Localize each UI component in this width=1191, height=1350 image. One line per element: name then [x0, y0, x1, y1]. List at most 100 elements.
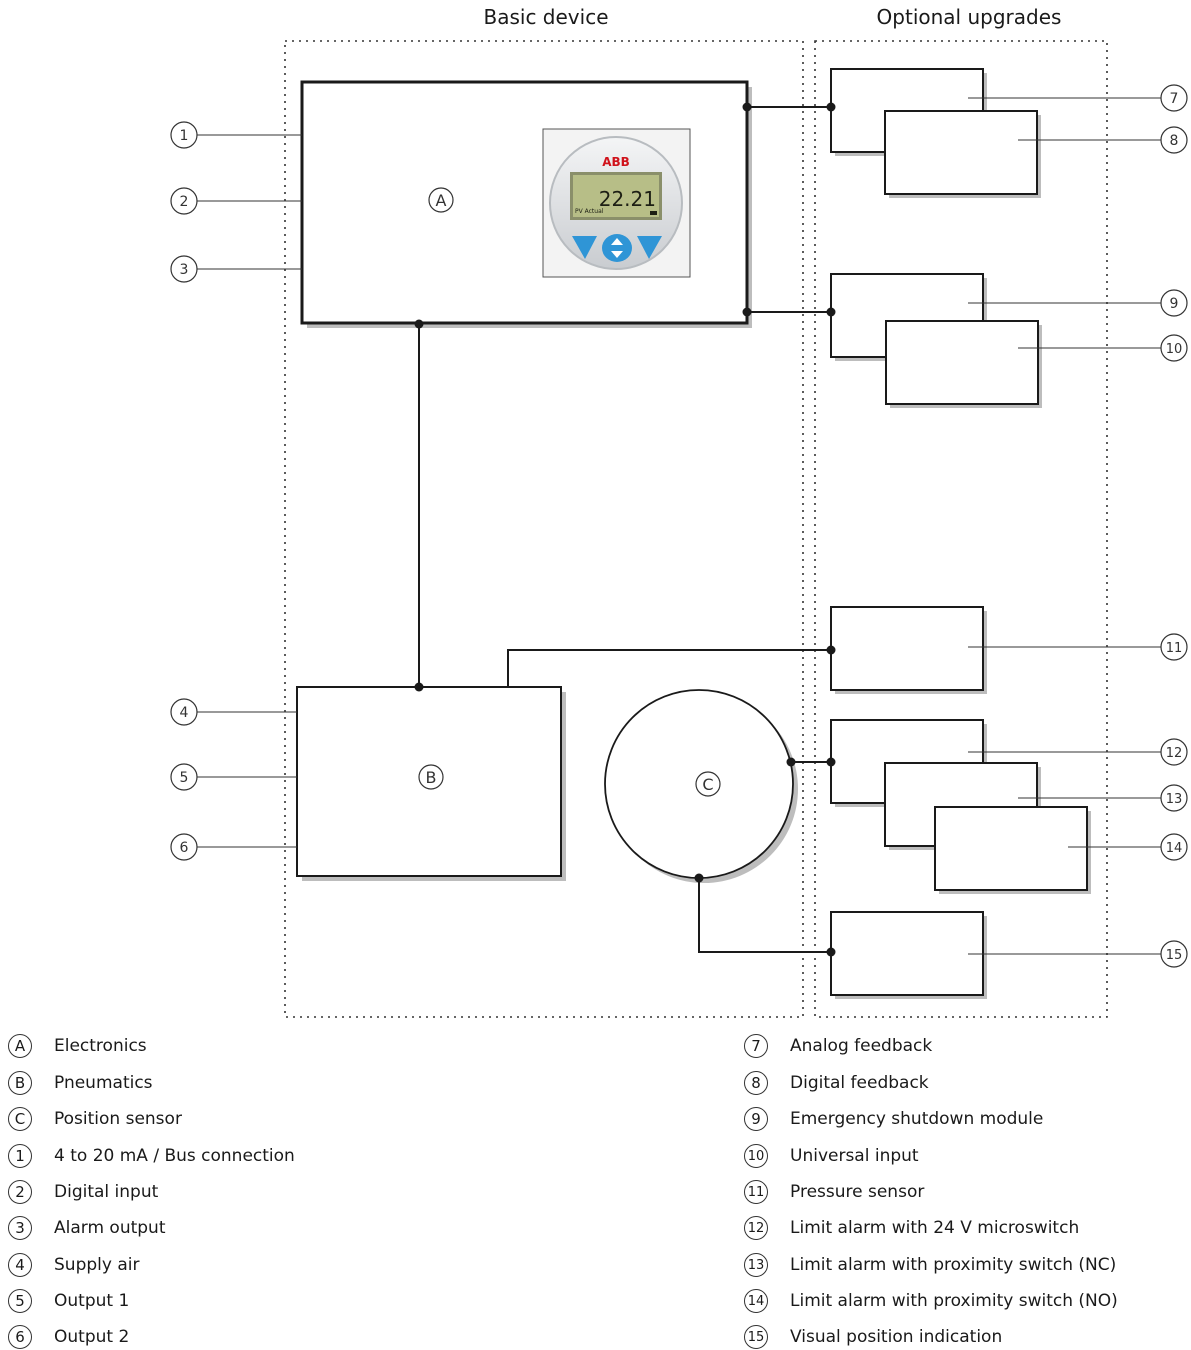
legend-item: 11 Pressure sensor [744, 1179, 924, 1205]
legend-label: 4 to 20 mA / Bus connection [54, 1146, 295, 1166]
block-diagram: Basic device Optional upgrades A ABB 22.… [170, 5, 1188, 1018]
legend-badge: 10 [744, 1144, 768, 1168]
callout-9-label: 9 [1170, 296, 1179, 312]
pneumatics-badge-label: B [426, 768, 437, 787]
legend-badge: 14 [744, 1289, 768, 1313]
legend-item: B Pneumatics [8, 1070, 153, 1096]
legend-label: Universal input [790, 1146, 919, 1166]
callout-11-label: 11 [1166, 641, 1183, 656]
callout-9 [1160, 289, 1188, 317]
legend-badge: 5 [8, 1289, 32, 1313]
legend-item: 12 Limit alarm with 24 V microswitch [744, 1215, 1079, 1241]
legend-label: Analog feedback [790, 1036, 933, 1056]
callout-1 [170, 121, 198, 149]
electronics-badge [428, 187, 454, 213]
display-left-arrow-icon[interactable] [572, 236, 597, 259]
callout-10 [1160, 334, 1188, 362]
callout-15 [1160, 940, 1188, 968]
callout-6-label: 6 [180, 840, 189, 856]
legend-badge: 1 [8, 1144, 32, 1168]
module-box-8 [884, 110, 1038, 195]
legend-badge: 6 [8, 1325, 32, 1349]
callout-7 [1160, 84, 1188, 112]
legend-label: Digital feedback [790, 1073, 929, 1093]
display-value: 22.21 [599, 187, 656, 211]
legend-badge: 12 [744, 1216, 768, 1240]
legend-label: Pressure sensor [790, 1182, 925, 1202]
callout-5 [170, 763, 198, 791]
position-sensor-badge [695, 771, 721, 797]
callout-1-label: 1 [180, 128, 189, 144]
legend-badge: 4 [8, 1253, 32, 1277]
callout-14 [1160, 833, 1188, 861]
callout-11 [1160, 633, 1188, 661]
leader-lines [197, 97, 1161, 955]
callout-2-label: 2 [180, 194, 189, 210]
legend-label: Pneumatics [54, 1073, 153, 1093]
display-updown-icon[interactable] [602, 234, 632, 262]
legend-item: 4 Supply air [8, 1252, 139, 1278]
callout-labels: 1 2 3 4 5 6 7 8 9 10 11 12 13 14 15 [180, 91, 1183, 963]
module-box-14 [934, 806, 1088, 891]
legend-badge: 13 [744, 1253, 768, 1277]
basic-device-frame [284, 40, 804, 1018]
legend-label: Alarm output [54, 1218, 166, 1238]
legend-label: Emergency shutdown module [790, 1109, 1044, 1129]
legend-item: 7 Analog feedback [744, 1033, 932, 1059]
legend-badge: 2 [8, 1180, 32, 1204]
legend-item: 9 Emergency shutdown module [744, 1106, 1043, 1132]
legend-label: Digital input [54, 1182, 159, 1202]
legend-badge: B [8, 1071, 32, 1095]
connection-lines [418, 106, 831, 953]
position-sensor-block [604, 689, 794, 879]
legend-badge: 3 [8, 1216, 32, 1240]
callout-6 [170, 833, 198, 861]
callout-12 [1160, 738, 1188, 766]
legend-item: 10 Universal input [744, 1143, 919, 1169]
legend-label: Output 2 [54, 1327, 130, 1347]
callout-8 [1160, 126, 1188, 154]
callout-3-label: 3 [180, 262, 189, 278]
display-right-arrow-icon[interactable] [637, 236, 662, 259]
legend-label: Visual position indication [790, 1327, 1003, 1347]
electronics-badge-label: A [436, 191, 447, 210]
legend-badge: 15 [744, 1325, 768, 1349]
junction-dots [414, 102, 836, 957]
callout-3 [170, 255, 198, 283]
callout-4-label: 4 [180, 705, 189, 721]
legend-badge: 11 [744, 1180, 768, 1204]
legend-badge: 7 [744, 1034, 768, 1058]
legend-label: Position sensor [54, 1109, 182, 1129]
display-brand-logo: ABB [602, 155, 630, 169]
callout-13 [1160, 784, 1188, 812]
display-unit-image: ABB 22.21 PV Actual [542, 128, 691, 278]
callout-14-label: 14 [1166, 841, 1183, 856]
legend-label: Output 1 [54, 1291, 130, 1311]
legend-label: Electronics [54, 1036, 147, 1056]
legend-item: 2 Digital input [8, 1179, 158, 1205]
callout-15-label: 15 [1166, 948, 1183, 963]
callout-10-label: 10 [1166, 342, 1183, 357]
pneumatics-block [296, 686, 562, 877]
callout-2 [170, 187, 198, 215]
legend-item: 3 Alarm output [8, 1215, 166, 1241]
callout-circles [170, 84, 1188, 968]
legend-badge: C [8, 1107, 32, 1131]
legend-label: Supply air [54, 1255, 140, 1275]
display-caption: PV Actual [575, 208, 604, 215]
pneumatics-badge [418, 764, 444, 790]
legend-label: Limit alarm with 24 V microswitch [790, 1218, 1080, 1238]
legend-item: 5 Output 1 [8, 1288, 129, 1314]
callout-5-label: 5 [180, 770, 189, 786]
legend-badge: 9 [744, 1107, 768, 1131]
position-sensor-badge-label: C [702, 775, 713, 794]
callout-4 [170, 698, 198, 726]
legend-item: C Position sensor [8, 1106, 182, 1132]
module-box-10 [885, 320, 1039, 405]
